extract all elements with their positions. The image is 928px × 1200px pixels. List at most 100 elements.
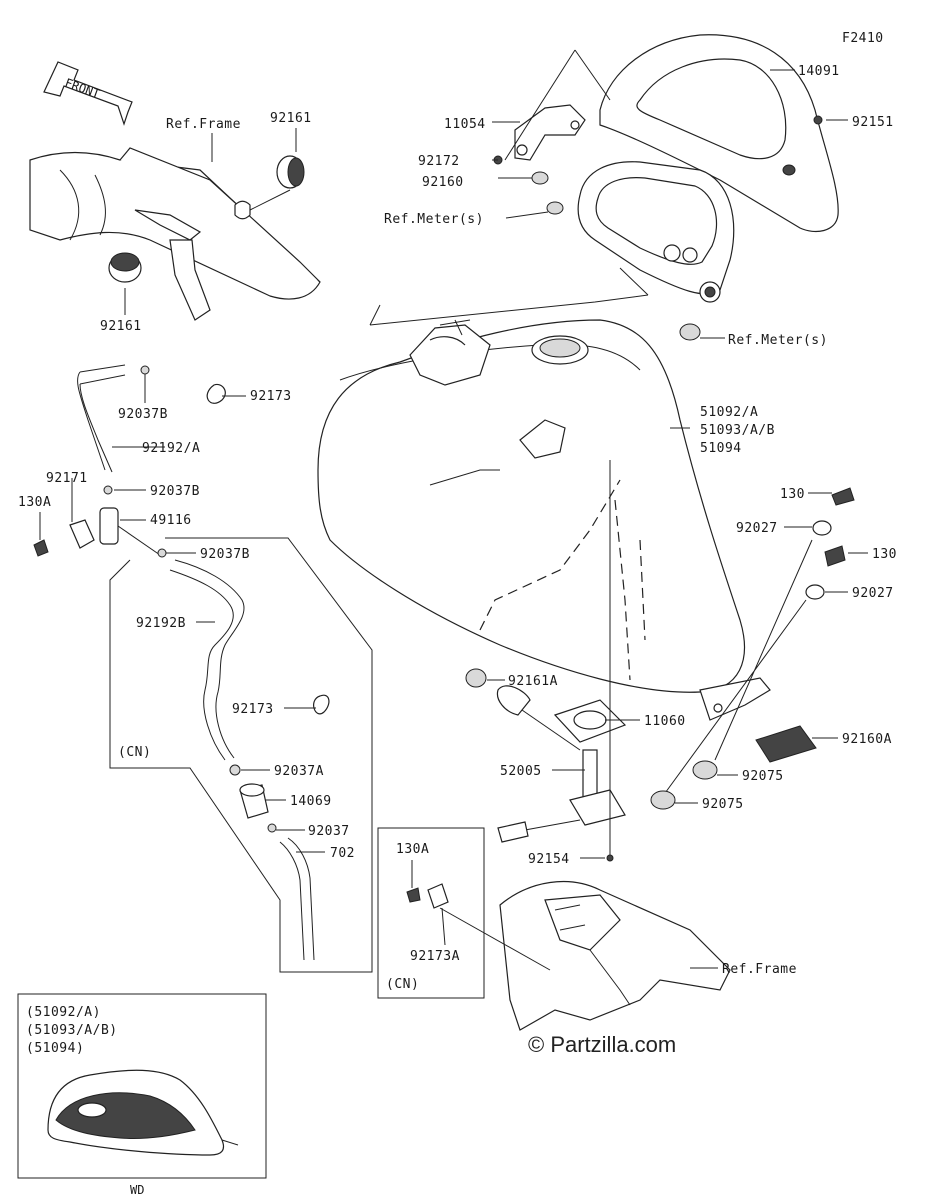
label-92075-top: 92075 xyxy=(742,769,784,784)
label-92037b-mid: 92037B xyxy=(150,484,200,499)
label-ref-frame-bottom: Ref.Frame xyxy=(722,962,797,977)
exploded-view-outline xyxy=(369,49,649,356)
mount-line-right xyxy=(659,539,813,801)
bolt-130a-right xyxy=(406,887,421,903)
frame-rear-illustration xyxy=(499,880,731,1031)
label-92151: 92151 xyxy=(852,115,894,130)
label-ref-meter-right: Ref.Meter(s) xyxy=(728,333,828,348)
label-92171: 92171 xyxy=(46,471,88,486)
label-130a-left: 130A xyxy=(18,495,51,510)
cn-right-box xyxy=(377,827,485,999)
clamp-92037b-top xyxy=(140,365,150,375)
tank-filler-assembly xyxy=(409,319,491,386)
speedometer-unit xyxy=(577,161,735,303)
label-92027-top: 92027 xyxy=(736,521,778,536)
label-cn-left: (CN) xyxy=(118,745,151,760)
rubber-grommet-92161-bottom xyxy=(108,252,142,283)
label-92172: 92172 xyxy=(418,154,460,169)
grommet-92160 xyxy=(531,171,549,185)
leader-lines xyxy=(39,69,868,969)
clip-92173-mid xyxy=(313,694,330,715)
inset-tank-illustration xyxy=(47,1069,239,1156)
fuel-level-sender-52005 xyxy=(496,685,626,843)
inset-box xyxy=(17,993,267,1179)
label-92173-top: 92173 xyxy=(250,389,292,404)
screw-92151 xyxy=(813,115,823,125)
fuel-tank-51092 xyxy=(317,319,745,693)
label-cn-right: (CN) xyxy=(386,977,419,992)
inset-caption-line-2: (51093/A/B) xyxy=(26,1023,118,1038)
label-14069: 14069 xyxy=(290,794,332,809)
label-92037b-low: 92037B xyxy=(200,547,250,562)
label-51093ab: 51093/A/B xyxy=(700,423,775,438)
meter-bracket-11054 xyxy=(514,104,586,161)
label-92027-mid: 92027 xyxy=(852,586,894,601)
bolt-130-top xyxy=(831,487,855,506)
label-702: 702 xyxy=(330,846,355,861)
damper-92161a xyxy=(465,668,487,688)
frame-head-illustration xyxy=(29,147,321,321)
grommet-ref-meter-left xyxy=(546,201,564,215)
hose-702 xyxy=(279,837,315,961)
grommet-ref-meter-right xyxy=(679,323,701,341)
label-92075-bottom: 92075 xyxy=(702,797,744,812)
separator-49116 xyxy=(99,507,161,556)
label-92173a: 92173A xyxy=(410,949,460,964)
clamp-92037b-low xyxy=(157,548,167,558)
clamp-92173a xyxy=(427,883,551,971)
clip-92173-top xyxy=(206,383,226,404)
inset-caption-line-3: (51094) xyxy=(26,1041,84,1056)
label-92192b: 92192B xyxy=(136,616,186,631)
label-92160a: 92160A xyxy=(842,732,892,747)
label-92037: 92037 xyxy=(308,824,350,839)
label-ref-meter-left: Ref.Meter(s) xyxy=(384,212,484,227)
gasket-11060 xyxy=(553,699,627,743)
label-92192a: 92192/A xyxy=(142,441,200,456)
tank-mount-bracket xyxy=(519,419,566,459)
label-92161a: 92161A xyxy=(508,674,558,689)
inset-captions: (51092/A) (51093/A/B) (51094) WD xyxy=(26,1005,144,1197)
front-direction-arrow: FRONT xyxy=(43,61,133,126)
partzilla-watermark: © Partzilla.com xyxy=(528,1032,676,1057)
hose-92192b xyxy=(169,559,245,761)
bracket-92171 xyxy=(69,519,95,549)
label-11054: 11054 xyxy=(444,117,486,132)
label-52005: 52005 xyxy=(500,764,542,779)
label-14091: 14091 xyxy=(798,64,840,79)
breather-hose-92192a xyxy=(77,364,126,473)
damper-92075-bottom xyxy=(650,790,676,810)
label-51094: 51094 xyxy=(700,441,742,456)
bolt-130a-left xyxy=(33,539,49,557)
label-92161-bottom: 92161 xyxy=(100,319,142,334)
label-92161-top: 92161 xyxy=(270,111,312,126)
inset-caption-line-1: (51092/A) xyxy=(26,1005,101,1020)
label-130-top: 130 xyxy=(780,487,805,502)
label-11060: 11060 xyxy=(644,714,686,729)
fuel-cap xyxy=(531,335,589,365)
label-49116: 49116 xyxy=(150,513,192,528)
label-92160: 92160 xyxy=(422,175,464,190)
filter-14069 xyxy=(239,783,269,819)
clamp-92037a xyxy=(229,764,241,776)
label-92037a: 92037A xyxy=(274,764,324,779)
clamp-92037 xyxy=(267,823,277,833)
inset-variant-label: WD xyxy=(130,1183,144,1197)
front-label: FRONT xyxy=(63,76,102,102)
figure-code: F2410 xyxy=(842,31,884,46)
washer-92027-mid xyxy=(805,584,825,600)
label-92037b-top: 92037B xyxy=(118,407,168,422)
clamp-92037b-mid xyxy=(103,485,113,495)
label-51092a: 51092/A xyxy=(700,405,758,420)
damper-92075-top xyxy=(692,760,718,780)
cn-region-outline xyxy=(109,537,373,973)
label-92154: 92154 xyxy=(528,852,570,867)
bolt-130-mid xyxy=(824,545,846,567)
label-130a-right: 130A xyxy=(396,842,429,857)
label-92173-mid: 92173 xyxy=(232,702,274,717)
rubber-grommet-92161-top xyxy=(276,155,305,189)
meter-cover-14091 xyxy=(599,34,839,233)
callout-labels: Ref.Frame 92161 92161 11054 14091 92172 … xyxy=(18,64,896,992)
label-ref-frame-top: Ref.Frame xyxy=(166,117,241,132)
pad-92160a xyxy=(755,725,817,763)
